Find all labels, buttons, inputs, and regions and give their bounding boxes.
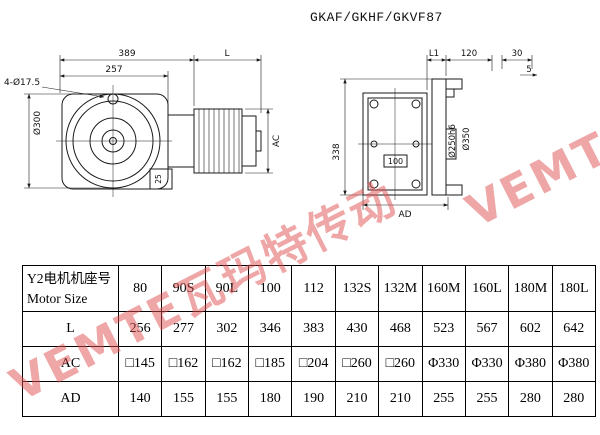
right-view-geometry bbox=[358, 78, 463, 200]
dim-L1-label: L1 bbox=[429, 49, 439, 59]
motor-size-header-cn: Y2电机机座号 bbox=[27, 270, 111, 286]
dimension-value: 255 bbox=[464, 381, 510, 417]
dimension-value: 190 bbox=[291, 381, 336, 417]
dimension-value: 280 bbox=[508, 381, 553, 417]
dimension-value: Φ380 bbox=[508, 346, 553, 382]
dim-5-label: 5 bbox=[526, 65, 531, 75]
dimension-value: □260 bbox=[378, 346, 423, 382]
motor-size-column-header: 132M bbox=[378, 265, 423, 312]
dimension-value: 468 bbox=[378, 311, 423, 347]
dimension-value: 140 bbox=[117, 381, 163, 417]
motor-size-column-header: 112 bbox=[291, 265, 336, 312]
left-view-dimension-lines bbox=[24, 55, 273, 189]
dimension-value: □260 bbox=[334, 346, 380, 382]
motor-size-header-en: Motor Size bbox=[27, 290, 88, 306]
dimension-value: 155 bbox=[204, 381, 250, 417]
dimension-value: 602 bbox=[508, 311, 553, 347]
dim-120-label: 120 bbox=[461, 49, 477, 59]
dimension-value: 255 bbox=[421, 381, 466, 417]
dim-25-label: 25 bbox=[154, 174, 163, 184]
dimension-value: Φ330 bbox=[464, 346, 510, 382]
drawing-title: GKAF/GKHF/GKVF87 bbox=[310, 10, 443, 25]
dimension-value: Φ330 bbox=[421, 346, 466, 382]
technical-drawing: 389 L 257 4-Ø17.5 Ø300 AC 25 bbox=[4, 49, 538, 220]
dimension-row-label: AD bbox=[22, 381, 119, 417]
dimension-value: □162 bbox=[204, 346, 250, 382]
dim-L-label: L bbox=[224, 49, 229, 59]
dim-389-label: 389 bbox=[118, 49, 135, 59]
dim-100-label: 100 bbox=[388, 157, 403, 166]
dimension-value: 280 bbox=[551, 381, 597, 417]
dim-257-label: 257 bbox=[105, 65, 122, 75]
dim-AC-label: AC bbox=[272, 135, 282, 147]
dimension-value: 256 bbox=[117, 311, 163, 347]
dim-30-label: 30 bbox=[512, 49, 523, 59]
motor-size-column-header: 90S bbox=[161, 265, 206, 312]
dimension-value: 302 bbox=[204, 311, 250, 347]
motor-size-column-header: 132S bbox=[334, 265, 380, 312]
dimension-value: 346 bbox=[248, 311, 293, 347]
dimension-value: 180 bbox=[248, 381, 293, 417]
dimension-row-label: L bbox=[22, 311, 119, 347]
dimension-value: 277 bbox=[161, 311, 206, 347]
dimension-value: □185 bbox=[248, 346, 293, 382]
dim-AD-label: AD bbox=[398, 210, 411, 220]
dim-350-label: Ø350 bbox=[461, 128, 472, 151]
dim-338-label: 338 bbox=[332, 143, 342, 160]
dimension-value: 567 bbox=[464, 311, 510, 347]
dimension-value: 210 bbox=[334, 381, 380, 417]
dimension-value: 155 bbox=[161, 381, 206, 417]
dim-bolt-holes-label: 4-Ø17.5 bbox=[4, 77, 40, 88]
dimension-value: 642 bbox=[551, 311, 597, 347]
dimension-value: □204 bbox=[291, 346, 336, 382]
motor-size-column-header: 80 bbox=[117, 265, 163, 312]
dimension-value: Φ380 bbox=[551, 346, 597, 382]
left-view-dimension-labels: 389 L 257 4-Ø17.5 Ø300 AC 25 bbox=[4, 49, 282, 184]
dimension-value: 383 bbox=[291, 311, 336, 347]
motor-size-header-cell: Y2电机机座号 Motor Size bbox=[22, 265, 119, 312]
motor-size-column-header: 90L bbox=[204, 265, 250, 312]
motor-size-column-header: 160M bbox=[421, 265, 466, 312]
dim-250h6-label: Ø250h6 bbox=[447, 124, 458, 158]
motor-size-column-header: 160L bbox=[464, 265, 510, 312]
dim-300-label: Ø300 bbox=[32, 111, 43, 136]
motor-size-column-header: 180L bbox=[551, 265, 597, 312]
dimension-value: 210 bbox=[378, 381, 423, 417]
dimension-value: 430 bbox=[334, 311, 380, 347]
motor-size-column-header: 180M bbox=[508, 265, 553, 312]
dimension-value: □145 bbox=[117, 346, 163, 382]
dimension-value: □162 bbox=[161, 346, 206, 382]
right-view-dimension-lines bbox=[340, 55, 538, 210]
left-view-geometry bbox=[56, 85, 262, 197]
right-view-dimension-labels: L1 120 30 5 338 100 Ø250h6 Ø350 AD bbox=[332, 49, 532, 220]
dimension-value: 523 bbox=[421, 311, 466, 347]
dimension-row-label: AC bbox=[22, 346, 119, 382]
motor-size-column-header: 100 bbox=[248, 265, 293, 312]
